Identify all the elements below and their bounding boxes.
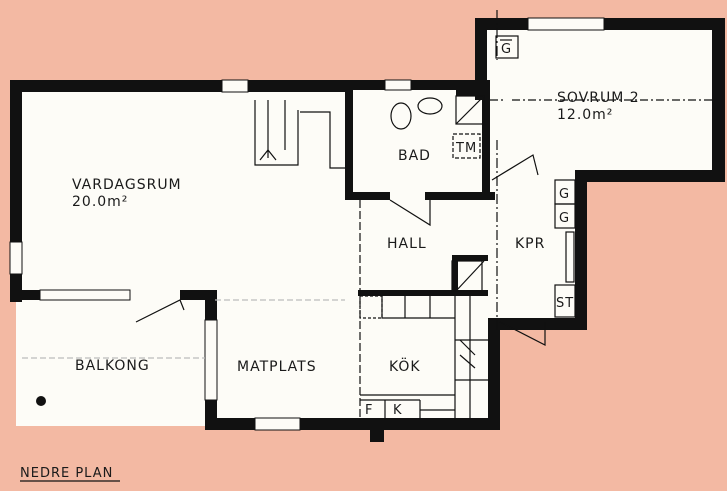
bath-fixture-tm: TM: [455, 141, 477, 156]
closet-fixture-g2: G: [559, 211, 570, 226]
bath-label: BAD: [398, 148, 431, 164]
closet-label: KPR: [515, 236, 545, 252]
fixtures: [22, 10, 712, 420]
bedroom-label: SOVRUM 2: [557, 90, 640, 106]
balcony-label: BALKONG: [75, 358, 150, 374]
living-room-label: VARDAGSRUM: [72, 177, 182, 193]
dining-label: MATPLATS: [237, 359, 317, 375]
kitchen-label: KÖK: [389, 357, 421, 375]
bedroom-fixture-g: G: [501, 42, 512, 57]
floor-area: [16, 24, 720, 426]
kitchen-fixture-k: K: [393, 403, 403, 418]
hall-label: HALL: [387, 236, 427, 252]
closet-fixture-st: ST: [556, 296, 574, 311]
windows: [9, 17, 605, 431]
living-room-area: 20.0m²: [72, 194, 128, 210]
plan-title: NEDRE PLAN: [20, 466, 113, 481]
closet-fixture-g1: G: [559, 187, 570, 202]
kitchen-fixture-f: F: [365, 403, 373, 418]
balcony-marker: [36, 396, 46, 406]
bedroom-area: 12.0m²: [557, 107, 613, 123]
